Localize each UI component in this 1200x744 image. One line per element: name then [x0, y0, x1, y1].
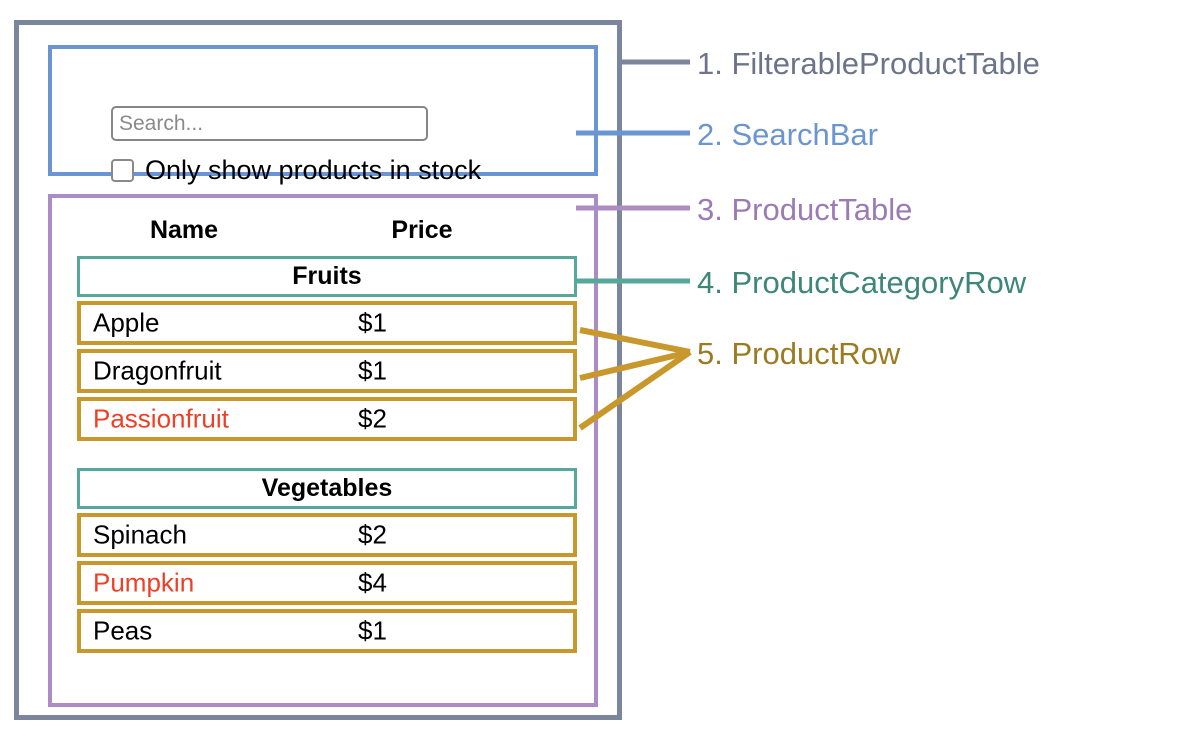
legend-label-product-row: 5. ProductRow — [697, 336, 901, 371]
product-price: $2 — [358, 403, 387, 434]
checkbox-unchecked-icon[interactable] — [111, 159, 134, 182]
in-stock-filter-row[interactable]: Only show products in stock — [111, 157, 481, 184]
in-stock-filter-label: Only show products in stock — [145, 155, 482, 185]
product-row: Passionfruit $2 — [77, 397, 577, 441]
group-spacer — [77, 445, 577, 468]
legend-label-search-bar: 2. SearchBar — [697, 117, 878, 152]
product-price: $1 — [358, 307, 387, 338]
product-row: Peas $1 — [77, 609, 577, 653]
product-name: Dragonfruit — [93, 355, 222, 386]
legend-label-product-table: 3. ProductTable — [697, 192, 913, 227]
product-name: Passionfruit — [93, 403, 229, 434]
product-row: Pumpkin $4 — [77, 561, 577, 605]
product-price: $1 — [358, 355, 387, 386]
product-price: $1 — [358, 615, 387, 646]
table-header-row: Name Price — [52, 211, 594, 249]
product-price: $2 — [358, 519, 387, 550]
search-input[interactable] — [111, 106, 428, 141]
product-row: Dragonfruit $1 — [77, 349, 577, 393]
product-name: Spinach — [93, 519, 187, 550]
column-header-name: Name — [149, 215, 219, 244]
product-name: Pumpkin — [93, 567, 195, 598]
search-bar: Only show products in stock — [48, 45, 598, 184]
product-table-body: Fruits Apple $1 Dragonfruit $1 Passionfr… — [77, 256, 577, 657]
product-category-label: Vegetables — [261, 474, 393, 502]
legend-label-product-category-row: 4. ProductCategoryRow — [697, 265, 1027, 300]
product-row: Apple $1 — [77, 301, 577, 345]
product-category-row: Fruits — [77, 256, 577, 297]
product-table: Name Price Fruits Apple $1 Dragonfruit $… — [48, 194, 598, 707]
column-header-price: Price — [391, 215, 453, 244]
product-row: Spinach $2 — [77, 513, 577, 557]
filterable-product-table: Only show products in stock Name Price F… — [14, 20, 622, 720]
product-category-label: Fruits — [292, 262, 362, 290]
product-name: Apple — [93, 307, 160, 338]
product-name: Peas — [93, 615, 153, 646]
product-category-row: Vegetables — [77, 468, 577, 509]
legend-label-filterable-product-table: 1. FilterableProductTable — [697, 46, 1040, 81]
product-price: $4 — [358, 567, 387, 598]
